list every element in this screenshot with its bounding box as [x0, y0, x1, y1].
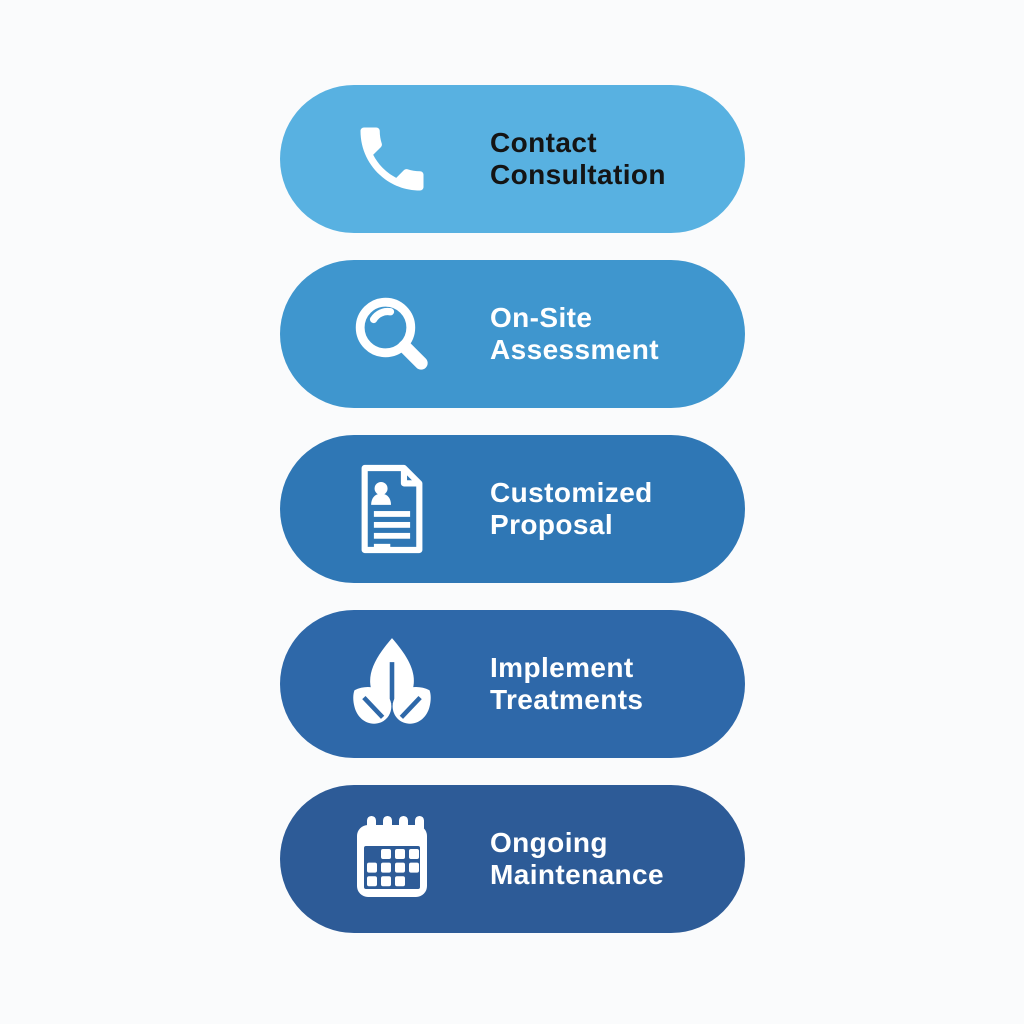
leaf-icon: [342, 629, 442, 739]
step-label-line1: Contact: [490, 126, 598, 158]
step-label-line1: On-Site: [490, 301, 593, 333]
step-label-line1: Implement: [490, 651, 634, 683]
step-label-line2: Proposal: [490, 509, 614, 540]
step-label-line1: Customized: [490, 476, 653, 508]
step-label-line2: Treatments: [490, 684, 644, 715]
phone-icon: [342, 104, 442, 214]
step-label: Implement Treatments: [490, 652, 643, 717]
step-pill-customized-proposal: Customized Proposal: [280, 435, 745, 583]
step-label-line1: Ongoing: [490, 826, 608, 858]
step-pill-on-site-assessment: On-Site Assessment: [280, 260, 745, 408]
step-pill-ongoing-maintenance: Ongoing Maintenance: [280, 785, 745, 933]
step-label-line2: Assessment: [490, 334, 659, 365]
process-steps-list: Contact Consultation On-Site Assessment: [280, 85, 745, 933]
step-label-line2: Consultation: [490, 159, 666, 190]
step-label: On-Site Assessment: [490, 302, 659, 367]
step-label: Customized Proposal: [490, 477, 653, 542]
step-pill-implement-treatments: Implement Treatments: [280, 610, 745, 758]
step-pill-contact-consultation: Contact Consultation: [280, 85, 745, 233]
step-label: Ongoing Maintenance: [490, 827, 664, 892]
calendar-icon: [342, 804, 442, 914]
document-person-icon: [342, 454, 442, 564]
magnifier-icon: [342, 279, 442, 389]
step-label: Contact Consultation: [490, 127, 666, 192]
step-label-line2: Maintenance: [490, 859, 664, 890]
